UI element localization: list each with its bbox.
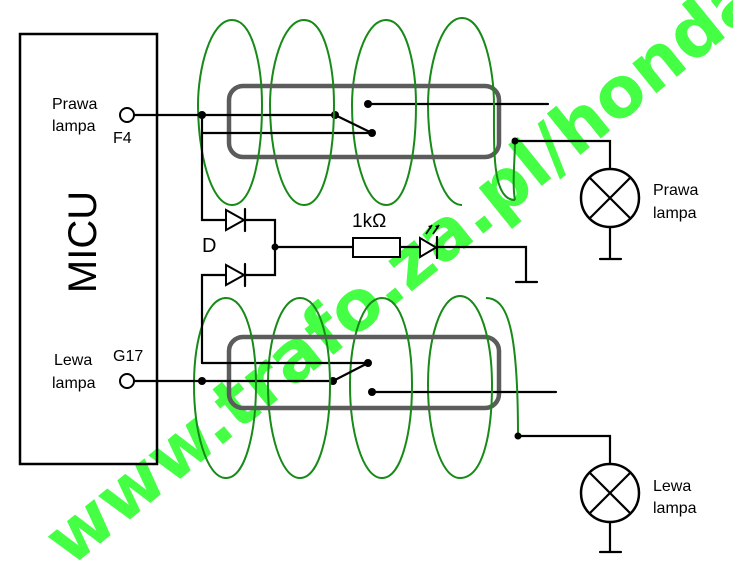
left-lamp-input-label-line1: Lewa (54, 352, 92, 369)
lamp-icon (579, 462, 641, 524)
diode-icon (225, 207, 247, 233)
right-lamp-input-label-line2: lampa (52, 118, 96, 135)
controller-box (18, 32, 159, 466)
right-pin-label: F4 (113, 130, 132, 147)
lamp-icon (579, 167, 641, 229)
left-pin-label: G17 (113, 348, 143, 365)
controller-label: MICU (61, 191, 105, 293)
coil-winding (350, 19, 387, 206)
resistor-label: 1kΩ (352, 211, 386, 232)
left-lamp: Lewa lampa (514, 432, 697, 554)
diodes-label: D (202, 235, 216, 257)
left-lamp-label-line2: lampa (653, 500, 697, 517)
coil-winding (268, 19, 305, 206)
left-lamp-input-label-line2: lampa (52, 375, 96, 392)
micu-controller: MICU Prawa lampa F4 Lewa lampa G17 (18, 32, 159, 466)
coil-winding (196, 19, 233, 206)
relay-left (192, 295, 558, 479)
right-lamp: Prawa lampa (511, 137, 698, 261)
relay-right (196, 17, 550, 206)
diode-pair: D (200, 113, 279, 365)
resistor-icon (352, 237, 401, 258)
right-lamp-label-line1: Prawa (653, 182, 698, 199)
right-lamp-input-label-line1: Prawa (52, 96, 97, 113)
reed-glass-tube (226, 83, 502, 160)
diode-icon (225, 262, 247, 288)
reed-glass-tube (226, 334, 502, 411)
left-lamp-label-line1: Lewa (653, 478, 691, 495)
right-lamp-label-line2: lampa (653, 205, 697, 222)
pin-terminal-icon (119, 107, 135, 123)
pin-terminal-icon (119, 373, 135, 389)
indicator-branch: 1kΩ (273, 211, 539, 284)
